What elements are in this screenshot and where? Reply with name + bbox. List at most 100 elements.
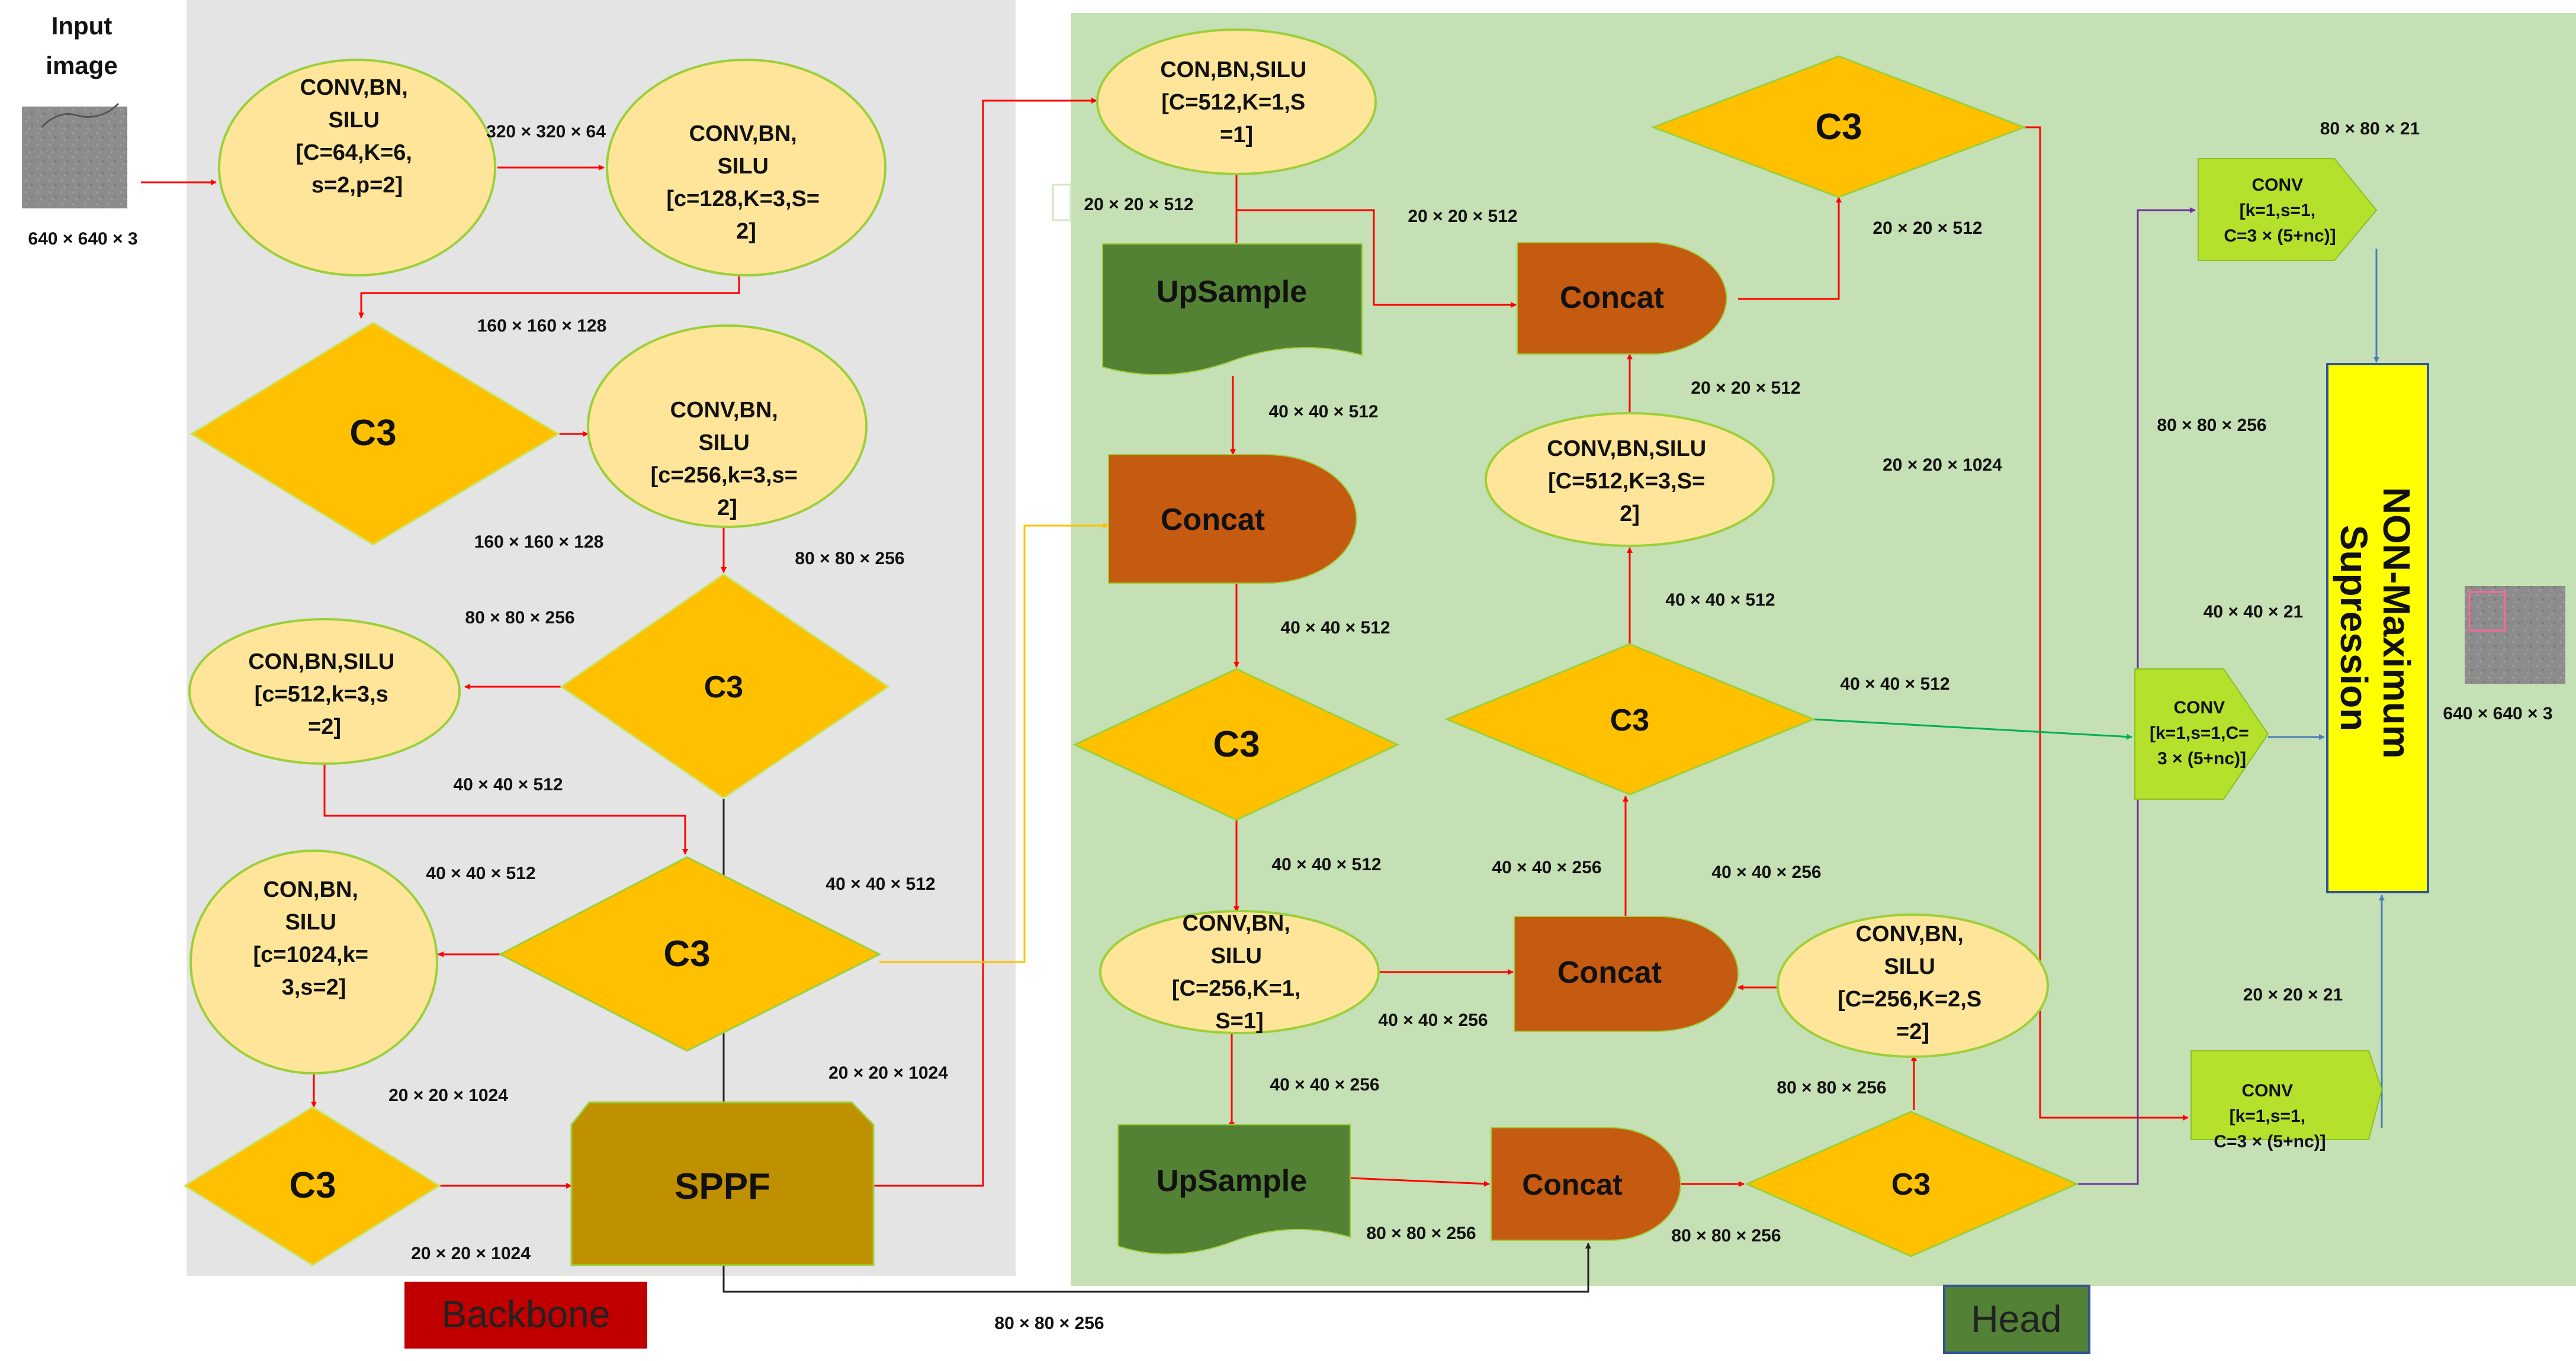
- dim-d1: 320 × 320 × 64: [486, 122, 606, 141]
- convr-line4: =2]: [1896, 1019, 1929, 1044]
- output-block: 640 × 640 × 3: [2443, 586, 2565, 723]
- head-concat1: Concat: [1108, 454, 1357, 584]
- input-block: Input image 640 × 640 × 3: [22, 12, 138, 249]
- convtop-line2: [C=512,K=1,S: [1161, 90, 1305, 115]
- convu-line1: CONV,BN,SILU: [1547, 436, 1706, 461]
- svg-text:CONV,BN,SILU [C=512,K=3,: CONV,BN,SILU [C=512,K=3,S= 2]: [1547, 436, 1712, 526]
- convtop-line1: CON,BN,SILU: [1160, 57, 1306, 82]
- c3c-label: C3: [1610, 703, 1649, 738]
- head-c3-top: C3: [1650, 55, 2027, 198]
- conv4-line2: [c=512,k=3,s: [255, 682, 388, 707]
- dim-d2: 160 × 160 × 128: [477, 316, 607, 336]
- backbone-conv4: CON,BN,SILU [c=512,k=3,s =2]: [188, 618, 461, 765]
- dim-h11: 40 × 40 × 256: [1492, 858, 1601, 877]
- upsample1-label: UpSample: [1157, 275, 1307, 309]
- concat2-label: Concat: [1522, 1168, 1623, 1201]
- head-out3: CONV [k=1,s=1, C=3 × (5+nc)]: [2190, 1050, 2383, 1151]
- dim-o3: 40 × 40 × 21: [2204, 602, 2304, 622]
- svg-text:CON,BN, SILU [c=10: CON,BN, SILU [c=1024,k= 3,s=2]: [253, 877, 375, 1000]
- convmid-line1: CONV,BN,: [1183, 911, 1290, 936]
- conv3-line4: 2]: [717, 496, 737, 520]
- out2-line2: [k=1,s=1,C=: [2150, 723, 2249, 743]
- dim-d9: 20 × 20 × 1024: [388, 1086, 508, 1105]
- arrow-conv4-c3c: [323, 764, 688, 855]
- out1-line3: C=3 × (5+nc)]: [2224, 226, 2336, 246]
- conv4-line1: CON,BN,SILU: [248, 649, 394, 674]
- svg-text:CONV,BN, SILU [C=2: CONV,BN, SILU [C=256,K=1, S=1]: [1172, 911, 1307, 1034]
- out1-line2: [k=1,s=1,: [2240, 201, 2315, 220]
- backbone-conv5: CON,BN, SILU [c=1024,k= 3,s=2]: [189, 850, 438, 1074]
- arrow-c3c-out2: [1813, 718, 2132, 740]
- head-conv-r: CONV,BN, SILU [C=256,K=2,S =2]: [1777, 913, 2049, 1058]
- head-upsample1: UpSample: [1102, 243, 1363, 375]
- dim-h1: 20 × 20 × 512: [1084, 195, 1193, 214]
- nms-line1: NON-Maximum: [2375, 487, 2418, 759]
- svg-text:CONV [k=1,s=1, C=3: CONV [k=1,s=1, C=3 × (5+nc)]: [2214, 1081, 2326, 1151]
- dim-d8: 40 × 40 × 512: [826, 874, 935, 894]
- head-nms: NON-Maximum Supression: [2326, 363, 2429, 893]
- dim-o2: 80 × 80 × 256: [2157, 416, 2266, 435]
- backbone-label-text: Backbone: [442, 1293, 611, 1336]
- input-title-line1: Input: [52, 12, 113, 40]
- c3-2-label: C3: [704, 670, 743, 704]
- upsample2-label: UpSample: [1157, 1164, 1307, 1198]
- conv5-line3: [c=1024,k=: [253, 942, 368, 967]
- out3-line2: [k=1,s=1,: [2230, 1106, 2305, 1126]
- backbone-c3-4: C3: [183, 1106, 441, 1266]
- svg-text:CONV,BN, SILU [C=2: CONV,BN, SILU [C=256,K=2,S =2]: [1838, 922, 1987, 1044]
- conv5-line2: SILU: [285, 910, 336, 935]
- head-out2: CONV [k=1,s=1,C= 3 × (5+nc)]: [2134, 668, 2269, 800]
- dim-h15: 20 × 20 × 512: [1691, 378, 1800, 398]
- backbone-conv1: CONV,BN, SILU [C=64,K=6, s=2,p=2]: [218, 59, 496, 276]
- arrow-convtop-concat4: [1236, 209, 1517, 308]
- head-label-text: Head: [1971, 1298, 2062, 1340]
- concat4-label: Concat: [1560, 281, 1664, 315]
- conv5-line4: 3,s=2]: [282, 975, 346, 1000]
- out3-line1: CONV: [2241, 1081, 2293, 1101]
- dimension-labels: 320 × 320 × 64 160 × 160 × 128 160 × 160…: [388, 119, 2420, 1333]
- c3top-label: C3: [1815, 107, 1862, 147]
- out1-line1: CONV: [2251, 175, 2303, 195]
- dim-d4: 80 × 80 × 256: [795, 549, 904, 568]
- output-image: [2465, 586, 2565, 684]
- convr-line3: [C=256,K=2,S: [1838, 987, 1981, 1012]
- input-image: [22, 107, 127, 208]
- conv2-line2: SILU: [717, 154, 769, 179]
- c3-3-label: C3: [663, 934, 710, 974]
- conv4-line3: =2]: [308, 715, 341, 739]
- convmid-line2: SILU: [1210, 944, 1262, 969]
- head-c3-b: C3: [1745, 1111, 2079, 1257]
- arrow-conv2-c3: [358, 275, 740, 318]
- svg-text:CONV [k=1,s=1, C=3: CONV [k=1,s=1, C=3 × (5+nc)]: [2224, 175, 2336, 246]
- convu-line2: [C=512,K=3,S=: [1548, 469, 1705, 494]
- c3a-label: C3: [1213, 724, 1260, 765]
- dim-d10: 20 × 20 × 1024: [828, 1063, 948, 1083]
- backbone-c3-2: C3: [560, 573, 890, 799]
- backbone-label: Backbone: [404, 1282, 647, 1349]
- dim-h16: 20 × 20 × 512: [1872, 218, 1982, 238]
- arrow-c3c-concat1: [879, 523, 1109, 963]
- arrows: [141, 98, 2385, 1293]
- c3-4-label: C3: [289, 1165, 336, 1206]
- head-conv-mid: CONV,BN, SILU [C=256,K=1, S=1]: [1099, 910, 1380, 1034]
- svg-text:CONV,BN, SILU [c=2: CONV,BN, SILU [c=256,k=3,s= 2]: [651, 398, 804, 520]
- svg-text:CON,BN,SILU [c=512,k=3,s: CON,BN,SILU [c=512,k=3,s =2]: [248, 649, 401, 739]
- dim-d11: 20 × 20 × 1024: [411, 1244, 531, 1263]
- c3-1-label: C3: [349, 413, 396, 453]
- concat3-label: Concat: [1557, 955, 1662, 990]
- arrow-c3b-concat2: [722, 799, 1591, 1293]
- dim-h3: 40 × 40 × 512: [1268, 402, 1378, 422]
- head-c3-c: C3: [1444, 643, 1816, 796]
- conv2-line1: CONV,BN,: [689, 121, 797, 146]
- dim-o1: 80 × 80 × 21: [2320, 119, 2420, 139]
- head-concat4: Concat: [1517, 242, 1727, 355]
- arrow-concat4-c3top: [1738, 197, 1842, 300]
- head-c3-a: C3: [1072, 668, 1400, 821]
- out2-line3: 3 × (5+nc)]: [2157, 749, 2246, 768]
- sppf-label: SPPF: [674, 1166, 770, 1207]
- dim-d3: 160 × 160 × 128: [474, 532, 604, 552]
- dim-d6: 40 × 40 × 512: [453, 775, 563, 794]
- dim-h10: 80 × 80 × 256: [1777, 1078, 1886, 1098]
- svg-text:NON-Maximum Supression: NON-Maximum Supression: [2333, 487, 2418, 770]
